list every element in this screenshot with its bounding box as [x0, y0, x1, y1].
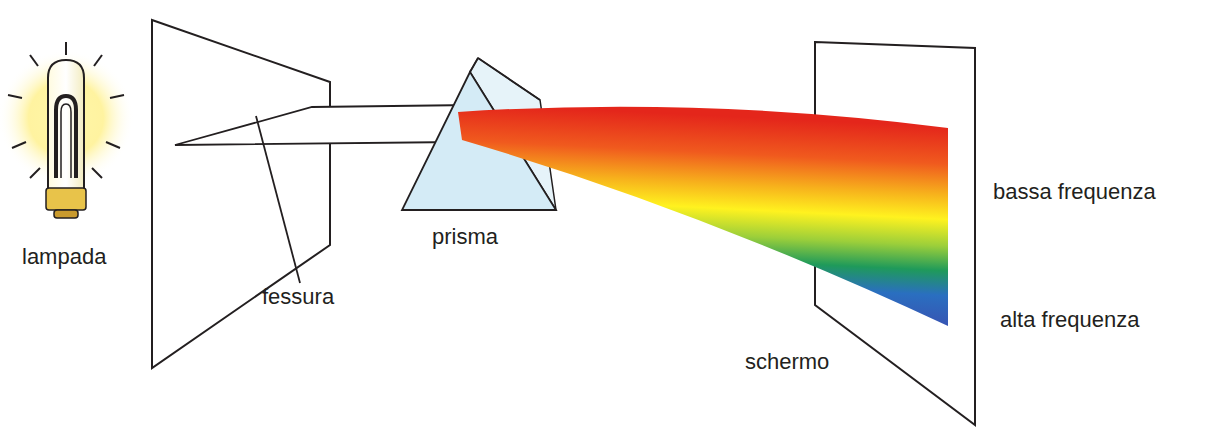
- lamp: [46, 60, 86, 218]
- light-beam: [175, 105, 472, 145]
- slit-plate: [152, 20, 330, 368]
- part-label: schermo: [745, 350, 829, 374]
- axis-label: alta frequenza: [1000, 308, 1139, 332]
- axis-label: bassa frequenza: [993, 180, 1156, 204]
- part-label: lampada: [22, 245, 106, 269]
- part-label: prisma: [432, 225, 498, 249]
- leader-line: [256, 116, 300, 283]
- part-label: fessura: [262, 285, 334, 309]
- spectrum: [458, 107, 948, 326]
